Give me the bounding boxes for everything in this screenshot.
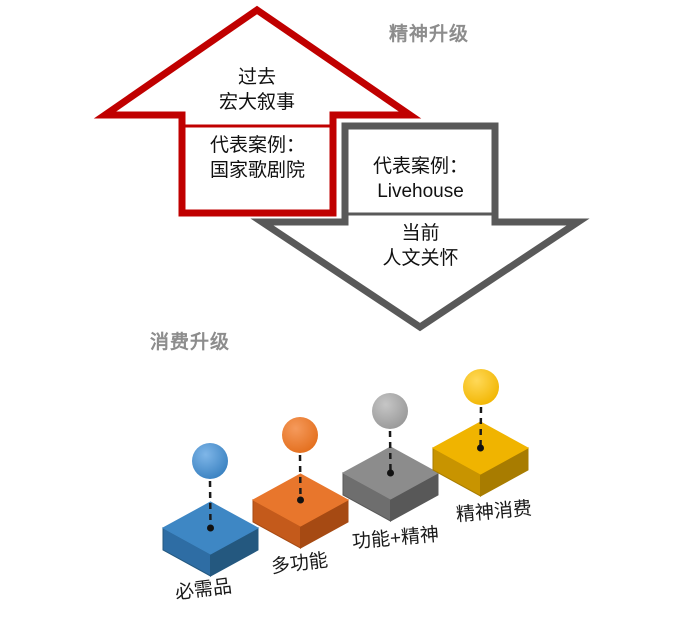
down-arrow-case-label: 代表案例：: [372, 156, 468, 177]
step-connector-3: [479, 406, 483, 449]
up-arrow-case-label: 代表案例：: [209, 135, 305, 156]
down-arrow-shape: [250, 122, 590, 332]
step-sphere-0: [192, 443, 228, 479]
step-connector-2: [388, 430, 392, 474]
section-title-consumption-upgrade: 消费升级: [150, 332, 231, 353]
down-arrow-case-value: Livehouse: [377, 180, 464, 202]
up-arrow-heading-line2: 宏大叙事: [218, 91, 295, 113]
section-title-spiritual-upgrade: 精神升级: [389, 24, 470, 45]
down-arrow-heading-line2: 人文关怀: [382, 247, 459, 269]
step-anchor-dot-3: [477, 444, 484, 452]
step-sphere-1: [282, 417, 318, 453]
step-anchor-dot-2: [387, 469, 394, 477]
step-anchor-dot-0: [207, 524, 214, 532]
down-arrow-heading-line1: 当前: [401, 223, 440, 244]
steps-group: [161, 369, 530, 577]
step-block-2: [341, 393, 440, 522]
step-sphere-3: [463, 369, 499, 405]
up-arrow-heading-line1: 过去: [237, 67, 276, 88]
down-arrow-heading: 当前 人文关怀: [358, 222, 483, 271]
step-block-1: [251, 417, 350, 549]
up-arrow-heading: 过去 宏大叙事: [197, 66, 317, 115]
step-connector-0: [208, 480, 212, 529]
step-block-0: [161, 443, 260, 577]
up-arrow-shape: [93, 5, 422, 217]
step-sphere-2: [372, 393, 408, 429]
up-arrow-case: 代表案例： 国家歌剧院: [195, 134, 320, 183]
down-arrow-case: 代表案例： Livehouse: [358, 155, 483, 204]
step-connector-1: [298, 454, 302, 501]
up-arrow-case-value: 国家歌剧院: [209, 159, 305, 181]
step-block-3: [431, 369, 530, 497]
step-anchor-dot-1: [297, 496, 304, 504]
